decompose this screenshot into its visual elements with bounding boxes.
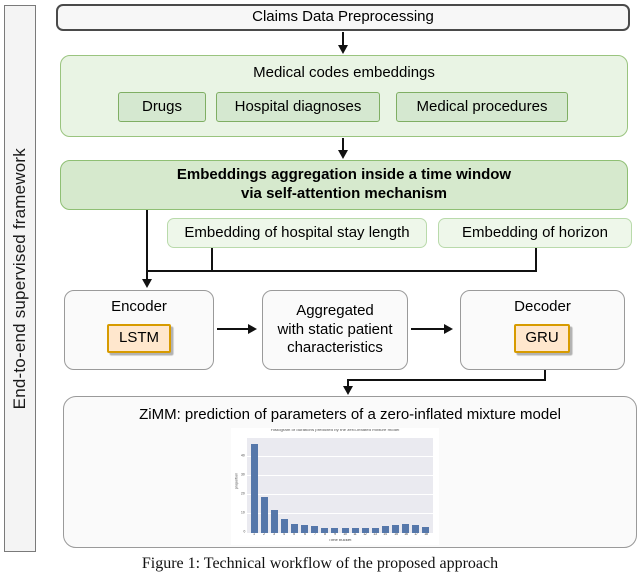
claims-preprocessing-label: Claims Data Preprocessing [252, 8, 434, 26]
arrow-down-icon [338, 150, 348, 159]
lstm-chip: LSTM [107, 324, 171, 353]
zimm-output-chart: Histogram of durations predicted by the … [231, 428, 439, 545]
gru-chip: GRU [514, 324, 570, 353]
stay-length-embedding-label: Embedding of hospital stay length [184, 223, 410, 241]
encoder-box: Encoder [64, 290, 214, 370]
aggregation-line2: via self-attention mechanism [241, 185, 447, 202]
encoder-label: Encoder [111, 298, 167, 315]
connector-claims-to-codes [342, 32, 344, 46]
arrow-down-icon [142, 279, 152, 288]
connector-codes-to-aggregation [342, 138, 344, 151]
drugs-label: Drugs [141, 97, 182, 115]
connector-join-horizontal [146, 270, 537, 272]
medical-codes-title: Medical codes embeddings [253, 64, 435, 81]
hospital-diagnoses-label: Hospital diagnoses [234, 97, 362, 115]
connector-stay-length-stub [211, 248, 213, 271]
connector-zimm-stub [347, 379, 349, 387]
connector-encoder-to-static [217, 328, 249, 330]
static-line2: with static patient [277, 320, 393, 338]
connector-horizon-stub [535, 248, 537, 271]
arrow-down-icon [338, 45, 348, 54]
arrow-right-icon [248, 324, 257, 334]
claims-preprocessing-box: Claims Data Preprocessing [56, 4, 630, 31]
medical-procedures-label: Medical procedures [416, 97, 548, 115]
gru-label: GRU [525, 329, 559, 347]
decoder-box: Decoder [460, 290, 625, 370]
horizon-embedding-box: Embedding of horizon [438, 218, 632, 248]
framework-bracket: End-to-end supervised framework [4, 5, 36, 552]
connector-decoder-down [544, 370, 546, 381]
horizon-embedding-label: Embedding of horizon [462, 223, 608, 241]
arrow-down-icon [343, 386, 353, 395]
static-characteristics-box: Aggregated with static patient character… [262, 290, 408, 370]
stay-length-embedding-box: Embedding of hospital stay length [167, 218, 427, 248]
decoder-label: Decoder [514, 298, 571, 315]
connector-decoder-horizontal [347, 379, 546, 381]
aggregation-box: Embeddings aggregation inside a time win… [60, 160, 628, 210]
chart-x-axis-label: Time bucket [328, 539, 352, 543]
connector-aggregation-to-encoder [146, 210, 148, 280]
chart-plot [247, 438, 433, 533]
static-line3: characteristics [287, 339, 383, 357]
hospital-diagnoses-box: Hospital diagnoses [216, 92, 380, 122]
lstm-label: LSTM [118, 329, 159, 347]
chart-title: Histogram of durations predicted by the … [270, 429, 400, 433]
static-line1: Aggregated [296, 301, 374, 319]
drugs-box: Drugs [118, 92, 206, 122]
zimm-title: ZiMM: prediction of parameters of a zero… [139, 406, 561, 423]
arrow-right-icon [444, 324, 453, 334]
medical-procedures-box: Medical procedures [396, 92, 568, 122]
aggregation-line1: Embeddings aggregation inside a time win… [176, 166, 512, 184]
figure-caption: Figure 1: Technical workflow of the prop… [141, 555, 499, 572]
framework-bracket-label: End-to-end supervised framework [10, 147, 29, 410]
connector-static-to-decoder [411, 328, 445, 330]
chart-bars [247, 438, 433, 533]
